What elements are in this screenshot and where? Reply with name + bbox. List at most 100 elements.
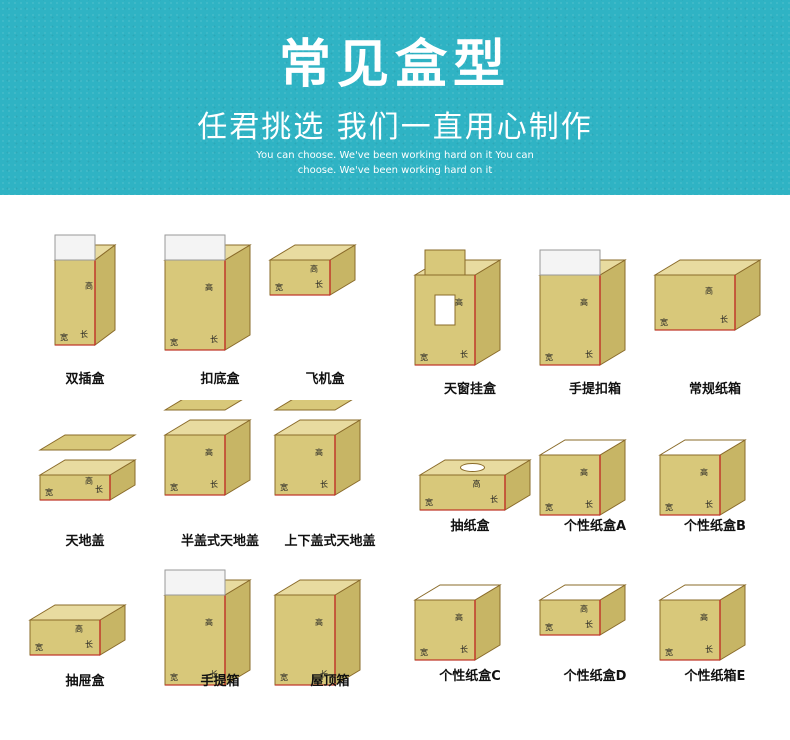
dim-label-length: 长	[210, 334, 218, 344]
dim-label-width: 宽	[45, 487, 53, 497]
half-lid-box-icon: 高宽 长	[163, 400, 252, 496]
dim-label-width: 宽	[170, 672, 178, 682]
dim-label-length: 长	[705, 644, 713, 654]
dim-label-length: 长	[320, 669, 328, 679]
mailer-box-icon: 高宽 长	[268, 244, 357, 296]
box-type-label: 半盖式天地盖	[180, 534, 259, 549]
box-type-item: 高宽 长抽屉盒	[10, 560, 160, 735]
box-type-label: 个性纸盒A	[563, 519, 627, 534]
header-banner: 常见盒型 任君挑选 我们一直用心制作 You can choose. We've…	[0, 0, 790, 195]
custom-box-e-icon: 高宽长	[658, 584, 747, 661]
dim-label-height: 高	[85, 475, 93, 485]
dim-label-height: 高	[580, 297, 588, 307]
dim-label-length: 长	[320, 479, 328, 489]
dim-label-width: 宽	[545, 622, 553, 632]
regular-carton-icon: 高宽 长	[653, 259, 762, 331]
dim-label-length: 长	[210, 479, 218, 489]
dim-label-height: 高	[310, 264, 318, 274]
english-tagline: You can choose. We've been working hard …	[256, 150, 534, 176]
dim-label-height: 高	[473, 479, 481, 489]
box-type-label: 天地盖	[65, 534, 105, 549]
box-type-item: 高宽 长天窗挂盒	[395, 240, 545, 415]
box-type-label: 屋顶箱	[310, 674, 350, 689]
dim-label-height: 高	[455, 612, 463, 622]
dim-label-width: 宽	[665, 502, 673, 512]
dim-label-height: 高	[455, 297, 463, 307]
dim-label-width: 宽	[280, 672, 288, 682]
dim-label-width: 宽	[425, 497, 433, 507]
dim-label-height: 高	[75, 624, 83, 634]
dim-label-width: 宽	[275, 282, 283, 292]
dim-label-length: 长	[210, 669, 218, 679]
tissue-box-icon: 高宽 长	[418, 459, 532, 511]
dim-label-length: 长	[585, 619, 593, 629]
box-type-item: 高宽 长双插盒	[10, 225, 160, 400]
box-type-item: 高宽 长上下盖式天地盖	[255, 400, 405, 575]
box-type-item: 高宽 长个性纸盒B	[640, 420, 790, 595]
box-type-label: 双插盒	[65, 372, 105, 387]
box-type-item: 高宽长扣底盒	[145, 225, 295, 400]
dim-label-height: 高	[205, 447, 213, 457]
dim-label-height: 高	[315, 447, 323, 457]
dim-label-length: 长	[80, 329, 88, 339]
dim-label-width: 宽	[170, 482, 178, 492]
box-type-item: 高宽 长飞机盒	[250, 225, 400, 400]
dim-label-length: 长	[585, 349, 593, 359]
custom-box-a-icon: 高宽长	[538, 439, 627, 516]
box-type-item: 高宽 长屋顶箱	[255, 560, 405, 735]
box-type-item: 高宽 长个性纸盒C	[395, 565, 545, 740]
box-type-label: 抽纸盒	[450, 519, 490, 534]
dim-label-height: 高	[205, 617, 213, 627]
box-type-item: 高宽 长常规纸箱	[640, 240, 790, 415]
dim-label-width: 宽	[60, 332, 68, 342]
dim-label-height: 高	[85, 280, 93, 290]
box-type-label: 个性纸盒B	[684, 519, 746, 534]
dim-label-width: 宽	[35, 642, 43, 652]
lock-bottom-box-icon: 高宽长	[163, 234, 252, 351]
box-type-label: 抽屉盒	[65, 674, 105, 689]
dim-label-width: 宽	[665, 647, 673, 657]
custom-box-c-icon: 高宽 长	[413, 584, 502, 661]
dim-label-height: 高	[700, 467, 708, 477]
handle-lock-box-icon: 高宽 长	[538, 249, 627, 366]
custom-box-b-icon: 高宽 长	[658, 439, 747, 516]
box-type-item: 高宽长手提扣箱	[520, 240, 670, 415]
top-bottom-lid-box-icon: 高宽 长	[273, 400, 362, 496]
dim-label-height: 高	[705, 285, 713, 295]
dim-label-length: 长	[315, 279, 323, 289]
page-subtitle: 任君挑选 我们一直用心制作	[197, 110, 593, 145]
lid-base-box-icon: 高宽长	[38, 434, 137, 501]
dim-label-length: 长	[705, 499, 713, 509]
dim-label-length: 长	[85, 639, 93, 649]
dim-label-length: 长	[585, 499, 593, 509]
box-type-item: 高宽长个性纸箱E	[640, 565, 790, 740]
box-type-item: 高宽长个性纸盒A	[520, 420, 670, 595]
dim-label-length: 长	[460, 644, 468, 654]
dim-label-width: 宽	[545, 352, 553, 362]
custom-box-d-icon: 高宽 长	[538, 584, 627, 636]
dim-label-height: 高	[315, 617, 323, 627]
handle-box-icon: 高宽 长	[163, 569, 252, 686]
box-type-label: 天窗挂盒	[443, 382, 496, 397]
box-type-item: 高宽 长个性纸盒D	[520, 565, 670, 740]
dim-label-length: 长	[720, 314, 728, 324]
page-title: 常见盒型	[278, 35, 511, 95]
box-type-item: 高宽长天地盖	[10, 400, 160, 575]
box-type-label: 个性纸盒D	[563, 669, 627, 684]
dim-label-length: 长	[490, 494, 498, 504]
box-type-label: 手提箱	[200, 674, 240, 689]
box-type-label: 飞机盒	[305, 372, 345, 387]
tuck-end-box-icon: 高宽 长	[53, 234, 117, 346]
dim-label-height: 高	[580, 604, 588, 614]
box-type-label: 常规纸箱	[688, 382, 741, 397]
box-type-label: 个性纸盒C	[439, 669, 501, 684]
dim-label-width: 宽	[420, 647, 428, 657]
box-type-label: 上下盖式天地盖	[284, 534, 376, 549]
drawer-box-icon: 高宽 长	[28, 604, 127, 656]
box-type-item: 高宽 长手提箱	[145, 560, 295, 735]
dim-label-width: 宽	[420, 352, 428, 362]
dim-label-width: 宽	[660, 317, 668, 327]
dim-label-height: 高	[205, 282, 213, 292]
dim-label-length: 长	[460, 349, 468, 359]
dim-label-width: 宽	[280, 482, 288, 492]
